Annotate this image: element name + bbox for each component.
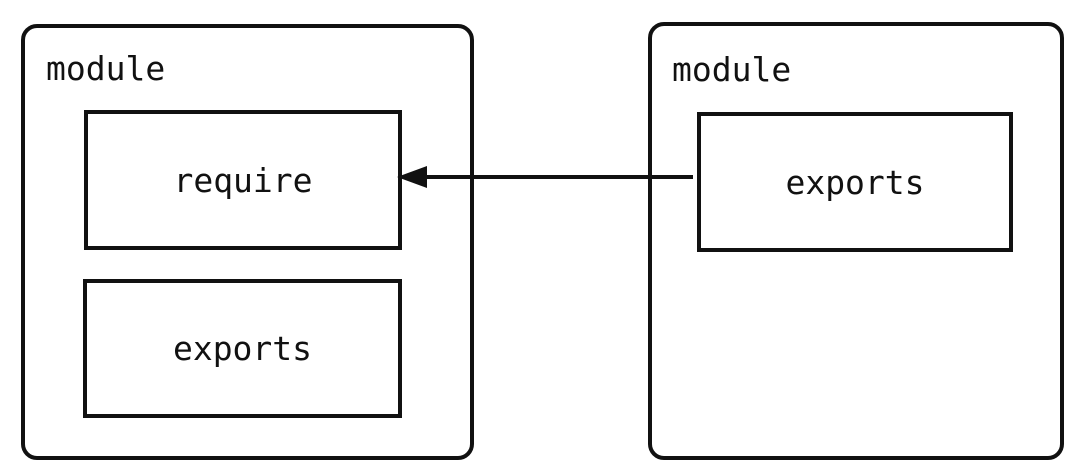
left-module-label: module [46,49,166,88]
left-module-container: module require exports [21,24,474,460]
left-exports-box-label: exports [172,329,313,368]
right-module-container: module exports [648,22,1064,460]
right-module-label: module [672,50,792,89]
left-require-box-label: require [173,160,313,200]
left-require-box: require [84,110,402,250]
right-exports-box-label: exports [785,162,925,202]
left-exports-box: exports [83,279,402,418]
arrowhead-left-icon [397,166,427,188]
right-exports-box: exports [697,112,1013,252]
exports-to-require-arrow [397,166,693,188]
